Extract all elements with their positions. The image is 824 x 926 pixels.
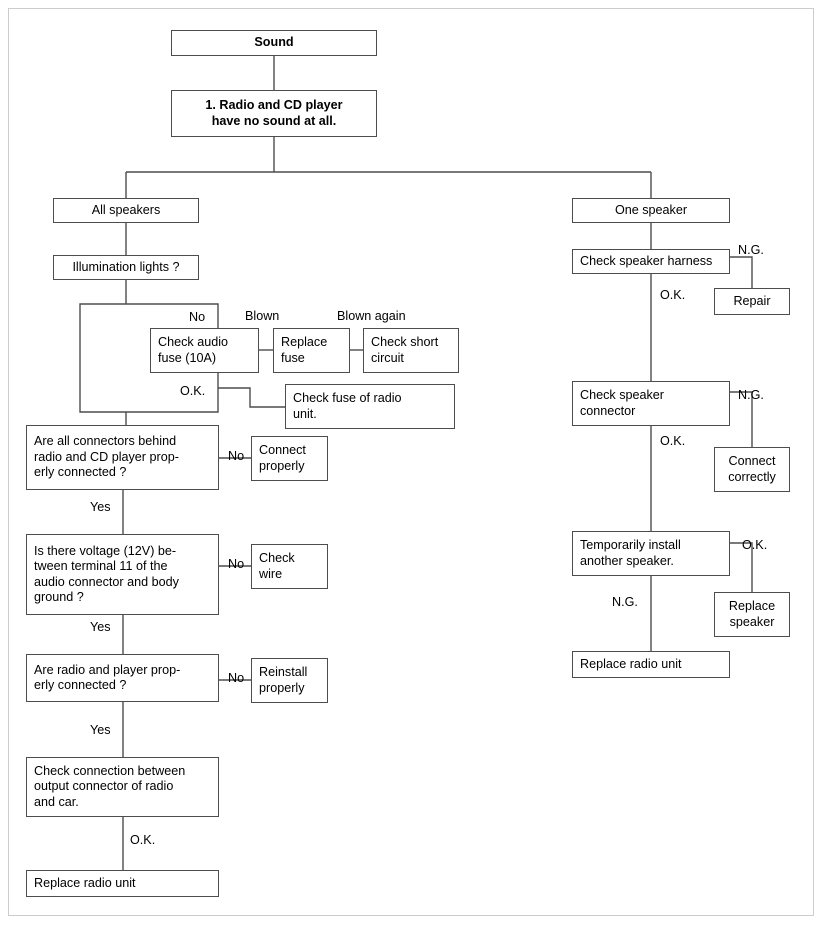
node-label: Are radio and player prop- erly connecte… xyxy=(34,662,181,693)
edge-label-ng-harness: N.G. xyxy=(738,243,764,257)
edge-label-ok-fuse: O.K. xyxy=(180,384,206,398)
node-label: Check short circuit xyxy=(371,335,439,365)
node-label: Check wire xyxy=(259,551,295,581)
node-label: Check fuse of radio unit. xyxy=(293,391,402,421)
node-check-audio-fuse: Check audio fuse (10A) xyxy=(150,328,259,373)
edge-label-blown-again: Blown again xyxy=(337,309,406,323)
node-label: Check connection between output connecto… xyxy=(34,763,186,809)
node-label: Replace fuse xyxy=(281,335,328,365)
node-label: All speakers xyxy=(91,202,161,217)
edge-label-no-illumination: No xyxy=(189,310,206,324)
node-replace-radio-left: Replace radio unit xyxy=(26,870,219,897)
node-label: Is there voltage (12V) be- tween termina… xyxy=(34,543,179,605)
node-label: One speaker xyxy=(614,202,688,217)
node-q-connectors: Are all connectors behind radio and CD p… xyxy=(26,425,219,490)
edge-label-ok-harness: O.K. xyxy=(660,288,686,302)
node-connect-correctly: Connect correctly xyxy=(714,447,790,492)
node-symptom: 1. Radio and CD player have no sound at … xyxy=(171,90,377,137)
node-check-wire: Check wire xyxy=(251,544,328,589)
node-label: Replace speaker xyxy=(728,599,776,629)
node-one-speaker: One speaker xyxy=(572,198,730,223)
node-repair: Repair xyxy=(714,288,790,315)
node-label: Sound xyxy=(254,35,294,50)
edge-label-yes-connectors: Yes xyxy=(90,500,111,514)
node-check-short-circuit: Check short circuit xyxy=(363,328,459,373)
node-label: Replace radio unit xyxy=(34,875,136,890)
node-label: Temporarily install another speaker. xyxy=(580,538,681,568)
node-label: Illumination lights ? xyxy=(72,259,180,274)
node-label: Check speaker harness xyxy=(580,253,713,268)
node-label: Check speaker connector xyxy=(580,388,664,418)
edge-label-ok-connector: O.K. xyxy=(660,434,686,448)
node-check-connection: Check connection between output connecto… xyxy=(26,757,219,817)
node-replace-radio-right: Replace radio unit xyxy=(572,651,730,678)
node-replace-speaker: Replace speaker xyxy=(714,592,790,637)
node-label: Check audio fuse (10A) xyxy=(158,335,229,365)
node-label: Replace radio unit xyxy=(580,656,682,671)
node-q-radio-player: Are radio and player prop- erly connecte… xyxy=(26,654,219,702)
node-q-voltage: Is there voltage (12V) be- tween termina… xyxy=(26,534,219,615)
node-label: Reinstall properly xyxy=(259,665,308,695)
edge-label-no-voltage: No xyxy=(228,557,245,571)
edge-label-no-radio-player: No xyxy=(228,671,245,685)
node-replace-fuse: Replace fuse xyxy=(273,328,350,373)
node-label: Are all connectors behind radio and CD p… xyxy=(34,434,179,480)
edge-label-yes-radio-player: Yes xyxy=(90,723,111,737)
node-label: Repair xyxy=(733,293,771,308)
node-label: 1. Radio and CD player have no sound at … xyxy=(205,98,343,128)
edge-label-yes-voltage: Yes xyxy=(90,620,111,634)
edge-label-ok-temp-install: O.K. xyxy=(742,538,768,552)
node-temp-install: Temporarily install another speaker. xyxy=(572,531,730,576)
edge-label-blown: Blown xyxy=(245,309,280,323)
node-all-speakers: All speakers xyxy=(53,198,199,223)
edge-label-ok-connection: O.K. xyxy=(130,833,156,847)
edge-label-ng-connector: N.G. xyxy=(738,388,764,402)
node-reinstall-properly: Reinstall properly xyxy=(251,658,328,703)
edge-label-no-connectors: No xyxy=(228,449,245,463)
node-label: Connect properly xyxy=(259,443,306,473)
node-illumination: Illumination lights ? xyxy=(53,255,199,280)
node-check-fuse-radio: Check fuse of radio unit. xyxy=(285,384,455,429)
edge-label-ng-temp-install: N.G. xyxy=(612,595,638,609)
node-label: Connect correctly xyxy=(728,454,776,484)
node-sound: Sound xyxy=(171,30,377,56)
node-check-connector: Check speaker connector xyxy=(572,381,730,426)
node-check-harness: Check speaker harness xyxy=(572,249,730,274)
node-connect-properly: Connect properly xyxy=(251,436,328,481)
